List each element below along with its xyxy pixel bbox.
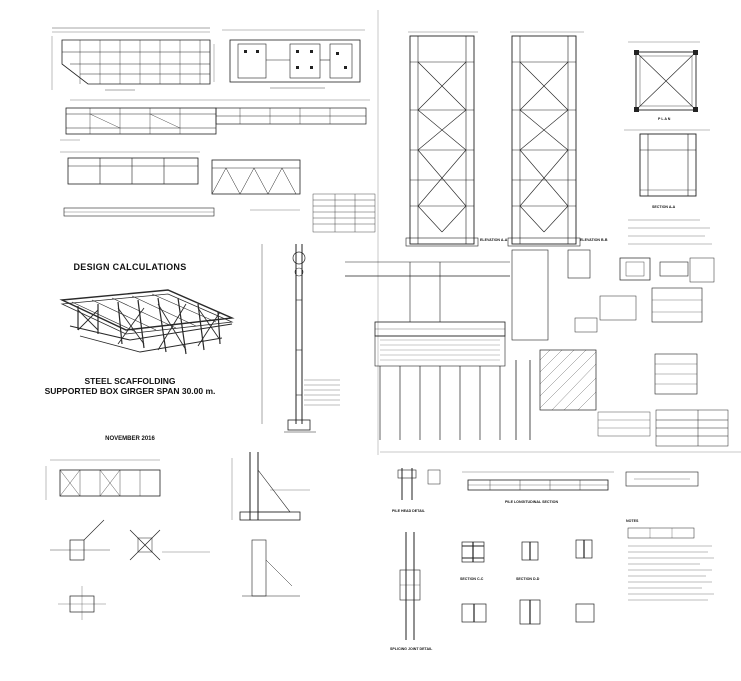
section-details-group xyxy=(461,539,595,625)
plan-label: P L A N xyxy=(658,117,671,121)
member-schedule-table xyxy=(312,193,376,233)
tower-section-aa xyxy=(624,129,710,197)
elevation-b-label: ELEVATION B-B xyxy=(580,238,608,242)
shoring-column-elevation xyxy=(261,244,340,433)
tower-elevation-b xyxy=(507,31,584,247)
cover-date: NOVEMBER 2016 xyxy=(105,436,155,442)
brace-connection-details xyxy=(50,519,210,620)
cutting-detail xyxy=(625,471,699,487)
longitudinal-elevation-1 xyxy=(60,99,370,141)
cover-subject-line1: STEEL SCAFFOLDING xyxy=(84,376,176,386)
cover-subject: STEEL SCAFFOLDING SUPPORTED BOX GIRGER S… xyxy=(30,376,230,396)
pile-head-detail xyxy=(397,468,441,500)
column-base-detail xyxy=(231,452,310,597)
section-dd-label: SECTION D-D xyxy=(516,577,540,581)
drawing-title-block xyxy=(597,409,729,447)
splicing-joint-detail xyxy=(399,532,421,640)
truss-elevations xyxy=(60,151,301,217)
notes-block xyxy=(627,527,714,601)
cover-heading: DESIGN CALCULATIONS xyxy=(73,262,187,272)
section-aa-label: SECTION A-A xyxy=(652,205,676,209)
pier-cross-section xyxy=(511,249,597,440)
cover-subject-line2: SUPPORTED BOX GIRGER SPAN 30.00 m. xyxy=(44,386,216,396)
scaffolding-3d-view xyxy=(59,289,235,355)
elevation-a-label: ELEVATION A-A xyxy=(480,238,508,242)
splicing-joint-label: SPLICING JOINT DETAIL xyxy=(390,647,433,651)
pile-head-label: PILE HEAD DETAIL xyxy=(392,509,426,513)
section-cc-label: SECTION C-C xyxy=(460,577,484,581)
bracing-plan-detail xyxy=(45,459,161,500)
pile-longitudinal-label: PILE LONGITUDINAL SECTION xyxy=(505,500,558,504)
deck-plan-drawing xyxy=(51,27,211,91)
tower-elevation-a xyxy=(405,31,479,247)
tower-plan-view xyxy=(628,41,700,112)
general-notes-top xyxy=(628,219,712,245)
connection-details xyxy=(567,249,715,395)
girder-falsework-elevation xyxy=(345,261,510,440)
pile-longitudinal-section xyxy=(462,471,614,491)
pier-plan-drawing xyxy=(213,29,365,89)
notes-label: NOTES xyxy=(626,519,639,523)
